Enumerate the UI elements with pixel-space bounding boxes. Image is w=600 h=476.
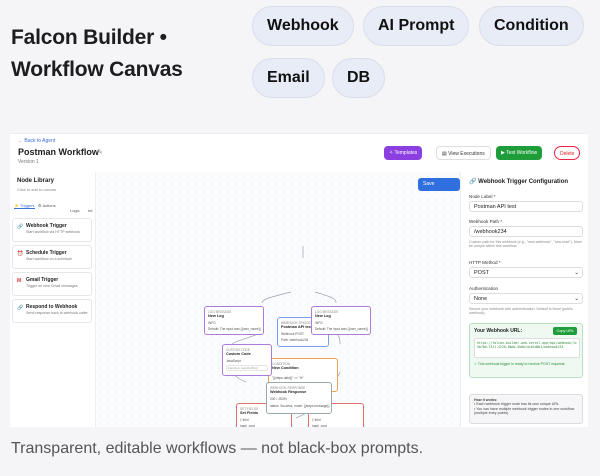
- hero-title: Falcon Builder • Workflow Canvas: [11, 22, 183, 86]
- node-type: WEBHOOK TRIGGER: [281, 321, 313, 325]
- tab-integrations[interactable]: Int: [88, 208, 92, 213]
- library-item-desc: Start workflow on a schedule: [26, 257, 72, 261]
- library-item-respond-webhook[interactable]: 🔗 Respond to Webhook Send response back …: [12, 299, 92, 323]
- chip-ai-prompt: AI Prompt: [363, 6, 470, 46]
- tab-triggers-label: Triggers: [20, 203, 35, 208]
- how-it-works-item: • Each webhook trigger node has its own …: [474, 402, 559, 407]
- node-library-tabs: ⚡ Triggers ⚙ Actions Logic Int: [12, 203, 96, 215]
- webhook-url-title: Your Webhook URL:: [474, 328, 523, 334]
- node-extra: hash_post: [240, 424, 255, 427]
- webhook-url-box: Your Webhook URL: Copy URL https://falco…: [469, 323, 583, 378]
- library-item-name: Respond to Webhook: [26, 304, 78, 310]
- chevron-down-icon: ⌄: [574, 296, 579, 302]
- library-item-gmail-trigger[interactable]: M Gmail Trigger Trigger on new Gmail mes…: [12, 272, 92, 296]
- node-label: Postman API test: [281, 325, 313, 329]
- library-item-name: Schedule Trigger: [26, 250, 67, 256]
- library-item-name: Webhook Trigger: [26, 223, 67, 229]
- node-extra: Path: /webhook234: [281, 338, 309, 342]
- tab-triggers[interactable]: ⚡ Triggers: [14, 203, 35, 209]
- tab-actions-label: Actions: [42, 203, 56, 208]
- config-title: 🔗 Webhook Trigger Configuration: [469, 178, 568, 185]
- chevron-down-icon: ⌄: [574, 270, 579, 276]
- clipboard-icon: ▤: [442, 151, 449, 157]
- clock-icon: ⏰: [17, 251, 24, 257]
- library-item-schedule-trigger[interactable]: ⏰ Schedule Trigger Start workflow on a s…: [12, 245, 92, 269]
- node-body: 1 field: [240, 418, 249, 422]
- node-body: Webhook POST: [281, 332, 304, 336]
- chip-email: Email: [252, 58, 325, 98]
- node-label-label: Node Label *: [469, 194, 496, 199]
- config-title-text: Webhook Trigger Configuration: [478, 179, 569, 185]
- tab-logic[interactable]: Logic: [70, 208, 80, 213]
- node-library-subtitle: Click to add to canvas: [17, 187, 57, 192]
- hero-title-line2: Workflow Canvas: [11, 58, 183, 81]
- view-executions-label: View Executions: [448, 151, 485, 157]
- how-it-works-item: • You can have multiple webhook trigger …: [474, 406, 575, 416]
- config-panel: 🔗 Webhook Trigger Configuration Node Lab…: [460, 172, 588, 427]
- library-item-desc: Send response back to webhook caller: [26, 311, 88, 315]
- node-type: CONDITION: [272, 362, 290, 366]
- workflow-canvas[interactable]: Save Workflow WEBHOOK TRIGGER Postman AP…: [96, 172, 460, 427]
- tab-actions[interactable]: ⚙ Actions: [38, 203, 56, 208]
- link-icon: 🔗: [469, 179, 479, 185]
- library-item-webhook-trigger[interactable]: 🔗 Webhook Trigger Start workflow via HTT…: [12, 218, 92, 242]
- webhook-ready-note: ✓ This webhook trigger is ready to recei…: [474, 362, 565, 366]
- chip-webhook: Webhook: [252, 6, 354, 46]
- node-webhook-trigger[interactable]: WEBHOOK TRIGGER Postman API test Webhook…: [277, 317, 329, 347]
- delete-button[interactable]: Delete: [554, 146, 581, 160]
- node-extra: hash_post: [312, 424, 327, 427]
- how-it-works-title: How it works:: [474, 398, 498, 402]
- caption: Transparent, editable workflows — not bl…: [11, 440, 424, 457]
- webhook-url-value[interactable]: https://falcon-builder-web.vercel.app/ap…: [474, 338, 580, 358]
- workflow-version: Version 1: [18, 159, 39, 165]
- authentication-label: Authentication: [469, 286, 499, 291]
- node-label: Set Fields: [240, 411, 258, 415]
- view-executions-button[interactable]: ▤ View Executions: [436, 146, 491, 160]
- node-label: Set Fields: [312, 411, 330, 415]
- gmail-icon: M: [17, 278, 22, 284]
- node-type: SET FIELDS: [240, 407, 259, 411]
- pencil-icon[interactable]: ✎: [97, 149, 103, 156]
- node-label: New Condition: [272, 366, 299, 370]
- library-item-desc: Trigger on new Gmail messages: [26, 284, 78, 288]
- node-body: "{{steps.data}}" == "hi": [272, 376, 304, 380]
- workflow-title: Postman Workflow: [18, 147, 99, 157]
- link-icon: 🔗: [17, 305, 24, 311]
- http-method-label: HTTP Method *: [469, 260, 501, 265]
- branch-false-label: False: [319, 387, 328, 391]
- library-item-desc: Start workflow via HTTP webhook: [26, 230, 80, 234]
- copy-url-button[interactable]: Copy URL: [553, 327, 577, 335]
- node-library-sidebar: Node Library Click to add to canvas ⚡ Tr…: [10, 172, 96, 427]
- how-it-works-box: How it works: • Each webhook trigger nod…: [469, 394, 583, 424]
- authentication-value: None: [474, 296, 488, 302]
- webhook-path-help: Custom path for this webhook (e.g., "new…: [469, 240, 582, 249]
- node-library-title: Node Library: [17, 178, 55, 184]
- webhook-path-label: Webhook Path *: [469, 219, 503, 224]
- node-label-input[interactable]: Postman API test: [469, 201, 583, 212]
- authentication-select[interactable]: None ⌄: [469, 293, 583, 304]
- http-method-select[interactable]: POST ⌄: [469, 267, 583, 278]
- tab-integrations-label: Int: [88, 208, 93, 213]
- library-item-name: Gmail Trigger: [26, 277, 59, 283]
- node-set-fields-left[interactable]: SET FIELDS Set Fields 1 field hash_post: [236, 403, 292, 427]
- hero-title-line1: Falcon Builder •: [11, 26, 167, 49]
- link-icon: 🔗: [17, 224, 24, 230]
- test-workflow-button[interactable]: ▶ Test Workflow: [496, 146, 543, 160]
- save-workflow-button[interactable]: Save Workflow: [418, 178, 460, 200]
- authentication-help: Secure your webhook with authentication.…: [469, 307, 573, 316]
- tab-logic-label: Logic: [70, 208, 80, 213]
- chip-condition: Condition: [479, 6, 584, 46]
- node-body: 1 field: [312, 418, 321, 422]
- branch-true-label: True: [279, 387, 287, 391]
- templates-button[interactable]: ✧ Templates: [384, 146, 423, 160]
- webhook-path-input[interactable]: /webhook234: [469, 226, 583, 237]
- chip-db: DB: [332, 58, 386, 98]
- node-condition[interactable]: CONDITION New Condition "{{steps.data}}"…: [268, 358, 338, 392]
- back-to-agent-link[interactable]: ← Back to Agent: [18, 138, 56, 144]
- app-screenshot: ← Back to Agent Postman Workflow ✎ Versi…: [10, 133, 588, 427]
- node-set-fields-right[interactable]: SET FIELDS Set Fields 1 field hash_post: [308, 403, 364, 427]
- http-method-value: POST: [474, 270, 489, 276]
